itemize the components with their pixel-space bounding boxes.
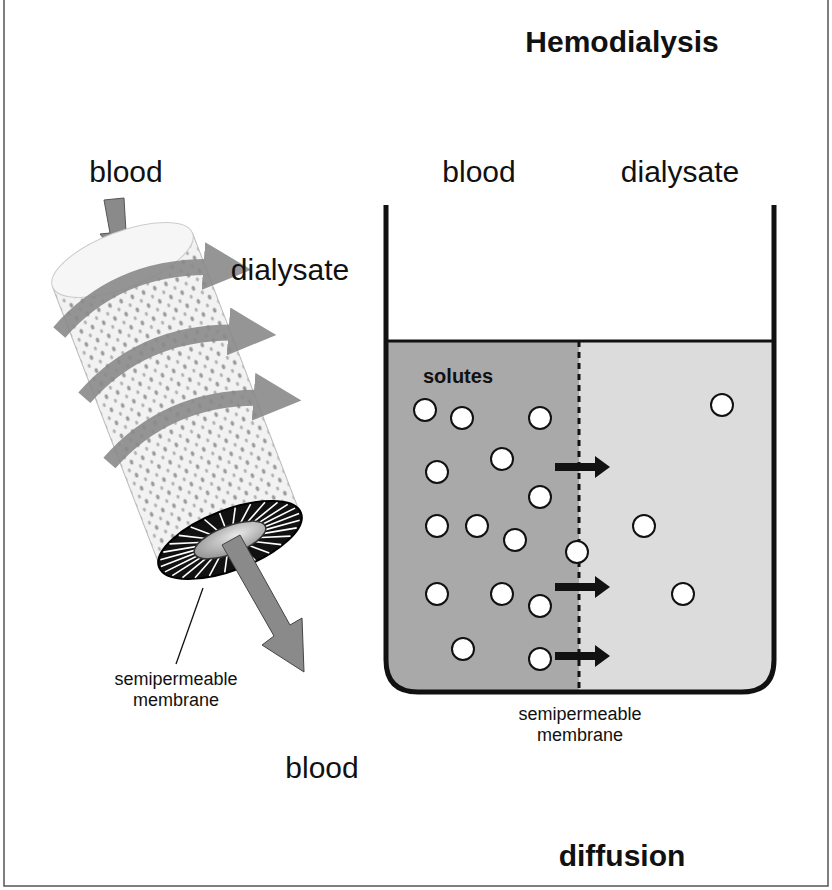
solute — [529, 486, 551, 508]
fiber — [228, 508, 241, 525]
fiber — [205, 558, 224, 576]
caption: diffusion — [492, 839, 752, 874]
title: Hemodialysis — [472, 25, 772, 60]
solute — [426, 583, 448, 605]
fiber — [236, 504, 255, 522]
frame — [4, 0, 828, 886]
solute — [711, 394, 733, 416]
membrane-label: semipermeable membrane — [101, 669, 251, 710]
solute — [426, 515, 448, 537]
blood-out-arrow — [222, 535, 304, 672]
blood-column-label: blood — [419, 155, 539, 190]
membrane-line — [578, 341, 581, 690]
solute — [491, 448, 513, 470]
solute — [633, 515, 655, 537]
solute — [426, 461, 448, 483]
solute — [672, 583, 694, 605]
membrane-label: semipermeable membrane — [500, 704, 660, 745]
tank-outline — [386, 205, 774, 692]
solute — [414, 399, 436, 421]
solute — [529, 407, 551, 429]
solute — [529, 648, 551, 670]
solute — [566, 541, 588, 563]
diffusion-arrows — [555, 456, 610, 667]
solute — [452, 638, 474, 660]
solute — [466, 515, 488, 537]
dialysate-column-label: dialysate — [590, 155, 770, 190]
solute-circles — [414, 394, 733, 670]
solute — [504, 529, 526, 551]
blood-label: blood — [262, 751, 382, 786]
solute — [451, 407, 473, 429]
blood-compartment — [388, 341, 772, 690]
blood-label: blood — [66, 155, 186, 190]
dialysate-compartment — [579, 341, 772, 690]
solute — [529, 595, 551, 617]
solutes-label: solutes — [403, 365, 513, 388]
dialysate-label: dialysate — [200, 253, 380, 288]
fiber — [220, 513, 225, 527]
leader-line — [176, 588, 203, 664]
solute — [491, 583, 513, 605]
